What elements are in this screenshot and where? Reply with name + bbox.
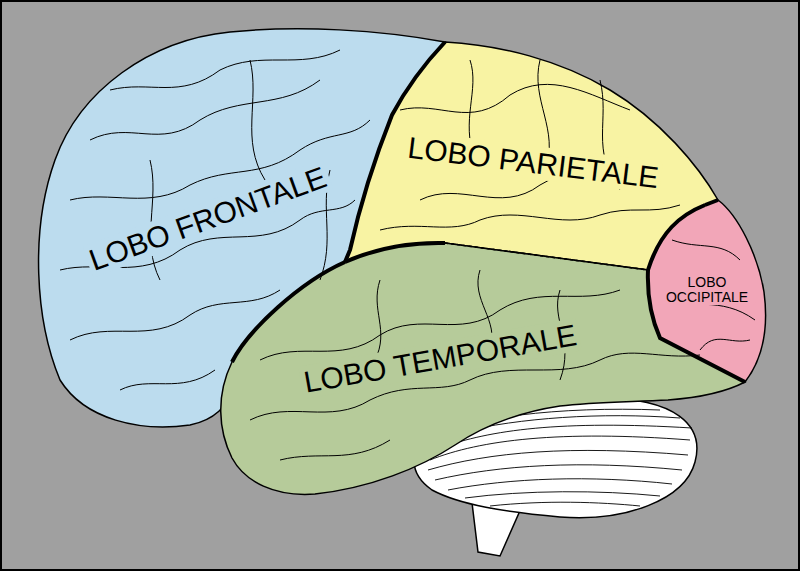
lobe-label: LOBO OCCIPITALE bbox=[658, 275, 756, 306]
dotted-boundary bbox=[445, 243, 648, 270]
lobe-boundaries bbox=[232, 42, 745, 382]
gyri bbox=[60, 50, 755, 460]
